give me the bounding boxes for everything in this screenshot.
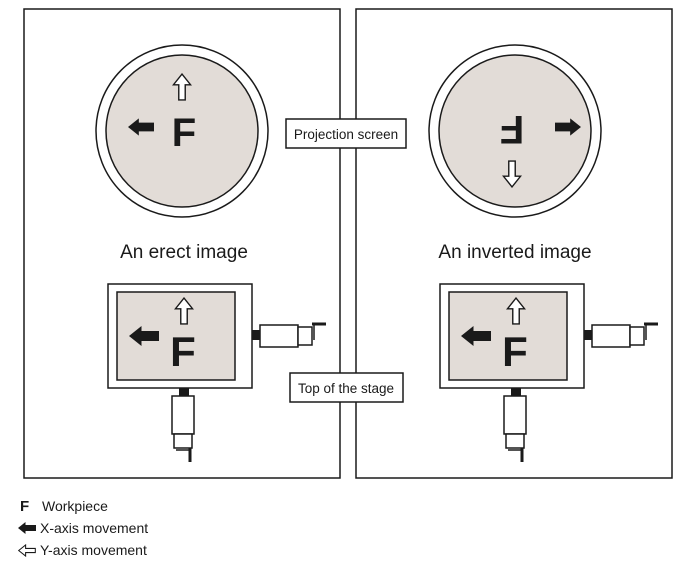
projection-screen-label: Projection screen xyxy=(285,118,407,149)
x-micrometer-head xyxy=(584,322,658,348)
legend: F Workpiece X-axis movement Y-axis movem… xyxy=(18,495,318,561)
legend-item-y-axis: Y-axis movement xyxy=(18,539,318,561)
x-micrometer-head xyxy=(252,322,326,348)
workpiece-letter: F xyxy=(502,328,528,375)
legend-label-x-axis: X-axis movement xyxy=(40,520,149,536)
workpiece-letter-inverted: F xyxy=(500,107,524,151)
y-micrometer-head xyxy=(171,388,195,462)
workpiece-letter: F xyxy=(170,328,196,375)
inverted-projection-screen: F xyxy=(428,44,602,218)
legend-label-workpiece: Workpiece xyxy=(42,498,108,514)
top-of-stage-text: Top of the stage xyxy=(298,381,394,396)
erect-stage: F xyxy=(107,283,326,462)
y-micrometer-head xyxy=(503,388,527,462)
legend-label-y-axis: Y-axis movement xyxy=(40,542,147,558)
erect-image-caption: An erect image xyxy=(120,242,248,263)
erect-projection-screen: F xyxy=(95,44,269,218)
solid-left-arrow-icon xyxy=(18,522,40,534)
workpiece-letter: F xyxy=(172,111,196,155)
workpiece-symbol: F xyxy=(20,497,30,515)
inverted-stage: F xyxy=(439,283,658,462)
legend-item-workpiece: F Workpiece xyxy=(18,495,318,517)
hollow-left-arrow-icon xyxy=(18,543,40,557)
projection-screen-text: Projection screen xyxy=(294,127,398,142)
legend-item-x-axis: X-axis movement xyxy=(18,517,318,539)
top-of-stage-label: Top of the stage xyxy=(289,372,404,403)
inverted-image-caption: An inverted image xyxy=(438,242,591,263)
